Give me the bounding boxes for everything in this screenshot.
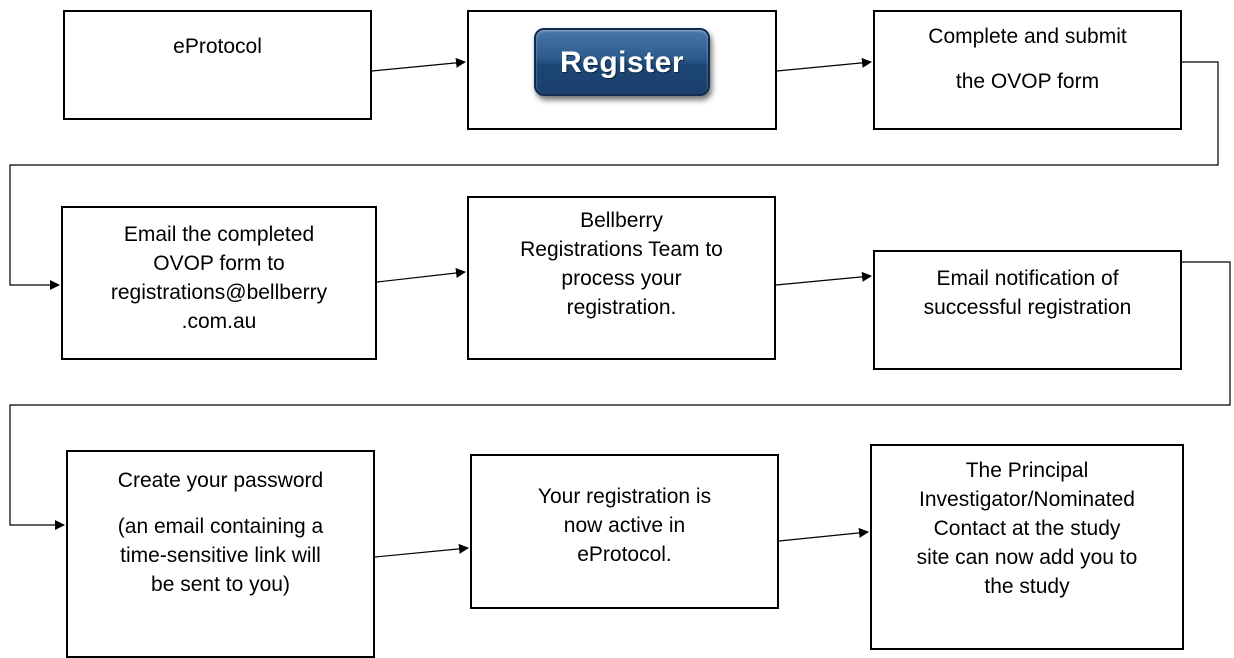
- arrow-register-to-complete: [776, 57, 872, 72]
- step-text: registration.: [566, 296, 677, 319]
- step-text: (an email containing a: [117, 515, 324, 538]
- step-text: time-sensitive link will: [120, 544, 321, 567]
- step-text: now active in: [563, 514, 686, 537]
- step-email-form: Email the completed OVOP form to registr…: [61, 206, 377, 360]
- step-text: The Principal: [965, 459, 1089, 482]
- step-text: site can now add you to: [916, 546, 1138, 569]
- arrow-email-form-to-bellberry: [376, 268, 466, 283]
- step-text: process your: [561, 267, 682, 290]
- step-text: Create your password: [117, 469, 324, 492]
- step-text: successful registration: [923, 296, 1132, 319]
- step-registration-active: Your registration is now active in eProt…: [470, 454, 779, 609]
- step-eprotocol: eProtocol: [63, 10, 372, 120]
- arrow-bellberry-to-notification: [775, 271, 872, 286]
- step-register: Register: [467, 10, 777, 130]
- step-text: Complete and submit: [928, 25, 1127, 48]
- step-text: eProtocol.: [577, 543, 672, 566]
- step-text: Contact at the study: [933, 517, 1121, 540]
- step-email-notification: Email notification of successful registr…: [873, 250, 1182, 370]
- step-text: be sent to you): [151, 573, 290, 596]
- step-bellberry-team: Bellberry Registrations Team to process …: [467, 196, 776, 360]
- step-text: OVOP form to: [153, 252, 285, 275]
- step-text: eProtocol: [173, 35, 262, 58]
- step-text: Investigator/Nominated: [919, 488, 1135, 511]
- step-text: Your registration is: [537, 485, 712, 508]
- step-create-password: Create your password (an email containin…: [66, 450, 375, 658]
- register-button[interactable]: Register: [534, 28, 710, 96]
- step-text: Email the completed: [123, 223, 315, 246]
- step-text: Email notification of: [936, 267, 1119, 290]
- arrow-password-to-active: [374, 543, 469, 558]
- step-text: the OVOP form: [955, 70, 1100, 93]
- step-complete-form: Complete and submit the OVOP form: [873, 10, 1182, 130]
- arrow-eprotocol-to-register: [371, 57, 466, 72]
- step-text: the study: [984, 575, 1070, 598]
- step-text: Bellberry: [580, 209, 663, 232]
- register-button-label: Register: [559, 45, 685, 79]
- arrow-active-to-pi: [778, 527, 869, 542]
- step-text: .com.au: [181, 310, 257, 333]
- step-pi-add: The Principal Investigator/Nominated Con…: [870, 444, 1184, 650]
- step-text: registrations@bellberry: [110, 281, 328, 304]
- step-text: Registrations Team to: [520, 238, 723, 261]
